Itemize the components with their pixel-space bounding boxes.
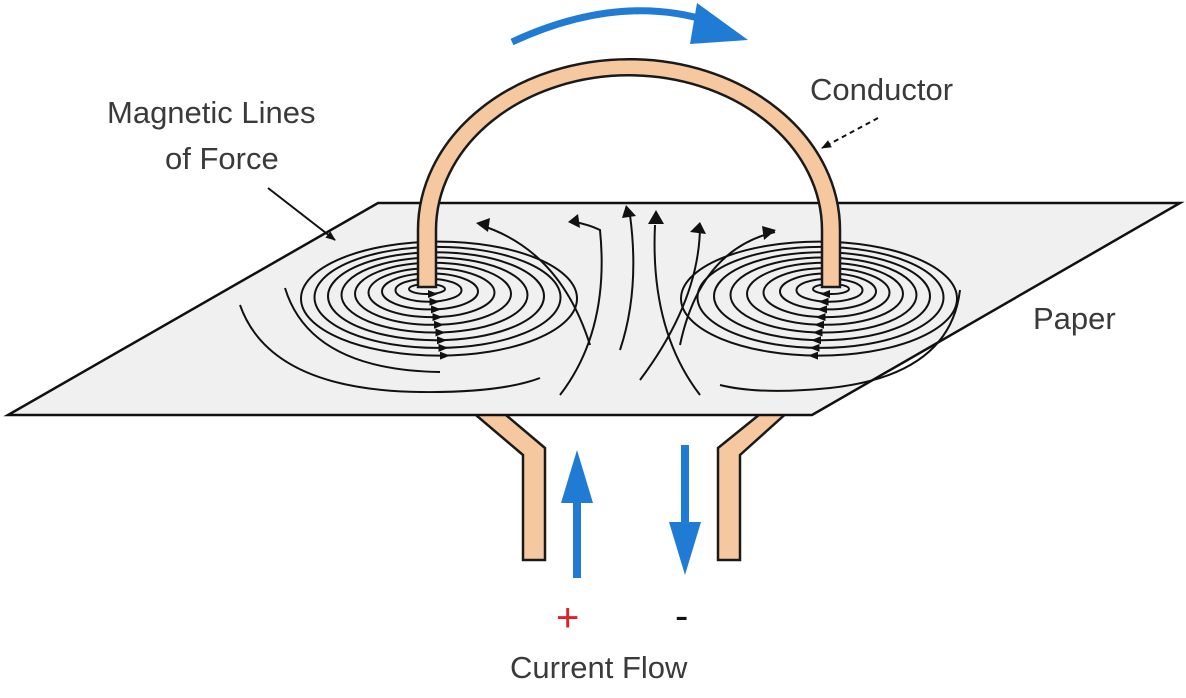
central-field-arrowhead bbox=[622, 205, 636, 218]
right-field-arrowhead bbox=[815, 313, 826, 322]
central-field-line bbox=[639, 224, 701, 381]
central-field-arrowhead bbox=[690, 222, 706, 234]
central-field-line bbox=[679, 231, 776, 346]
right-field-arrowhead bbox=[811, 336, 821, 345]
right-field-arrowhead bbox=[809, 343, 820, 352]
conductor-arch bbox=[416, 58, 842, 289]
right-field-arrowhead bbox=[814, 320, 824, 329]
left-field-arrowhead bbox=[438, 343, 449, 352]
right-field-arrowhead bbox=[818, 297, 829, 306]
left-field-ring bbox=[313, 245, 562, 349]
left-field-ring bbox=[300, 240, 578, 357]
left-field-arrowhead bbox=[429, 297, 440, 306]
central-field-line bbox=[559, 221, 603, 396]
outer-field-line bbox=[239, 304, 541, 394]
central-field-arrowhead bbox=[648, 210, 664, 224]
conductor-pointer bbox=[821, 117, 879, 149]
left-field-arrowhead bbox=[432, 313, 443, 322]
magnetic-lines-pointer bbox=[267, 187, 336, 241]
left-field-arrowhead bbox=[434, 320, 444, 329]
conductor-right-leg bbox=[716, 408, 794, 562]
minus-sign: - bbox=[675, 594, 689, 638]
central-field-line bbox=[479, 224, 591, 346]
magnetic-lines-label-line2: of Force bbox=[165, 141, 279, 176]
left-field-arrowhead bbox=[435, 328, 446, 337]
right-field-arrowhead bbox=[817, 305, 827, 314]
right-field-ring bbox=[696, 245, 945, 349]
conductor-left-leg bbox=[466, 408, 547, 562]
magnetic-lines-label-line1: Magnetic Lines bbox=[107, 95, 316, 130]
left-field-arrowhead bbox=[428, 290, 438, 298]
outer-field-line bbox=[284, 287, 441, 373]
rotation-arrow-icon bbox=[510, 3, 748, 46]
right-field-arrowhead bbox=[820, 290, 830, 298]
central-field-line bbox=[653, 224, 701, 396]
central-field-arrowhead bbox=[476, 218, 490, 232]
conductor-label: Conductor bbox=[810, 72, 954, 107]
central-field-arrowhead bbox=[568, 214, 580, 228]
right-field-arrowhead bbox=[812, 328, 823, 337]
plus-sign: + bbox=[556, 596, 580, 640]
left-field-arrowhead bbox=[440, 351, 450, 360]
central-field-line bbox=[619, 214, 635, 351]
central-field-arrowhead bbox=[762, 226, 776, 240]
current-down-arrow-icon bbox=[669, 445, 701, 575]
left-field-arrowhead bbox=[431, 305, 441, 314]
left-field-arrowhead bbox=[437, 336, 447, 345]
paper-sheet bbox=[3, 201, 1185, 417]
right-field-ring bbox=[680, 240, 958, 357]
outer-field-line bbox=[719, 289, 961, 392]
paper-label: Paper bbox=[1033, 301, 1116, 336]
current-flow-label: Current Flow bbox=[510, 650, 688, 685]
right-field-arrowhead bbox=[808, 351, 818, 360]
current-up-arrow-icon bbox=[561, 450, 593, 578]
